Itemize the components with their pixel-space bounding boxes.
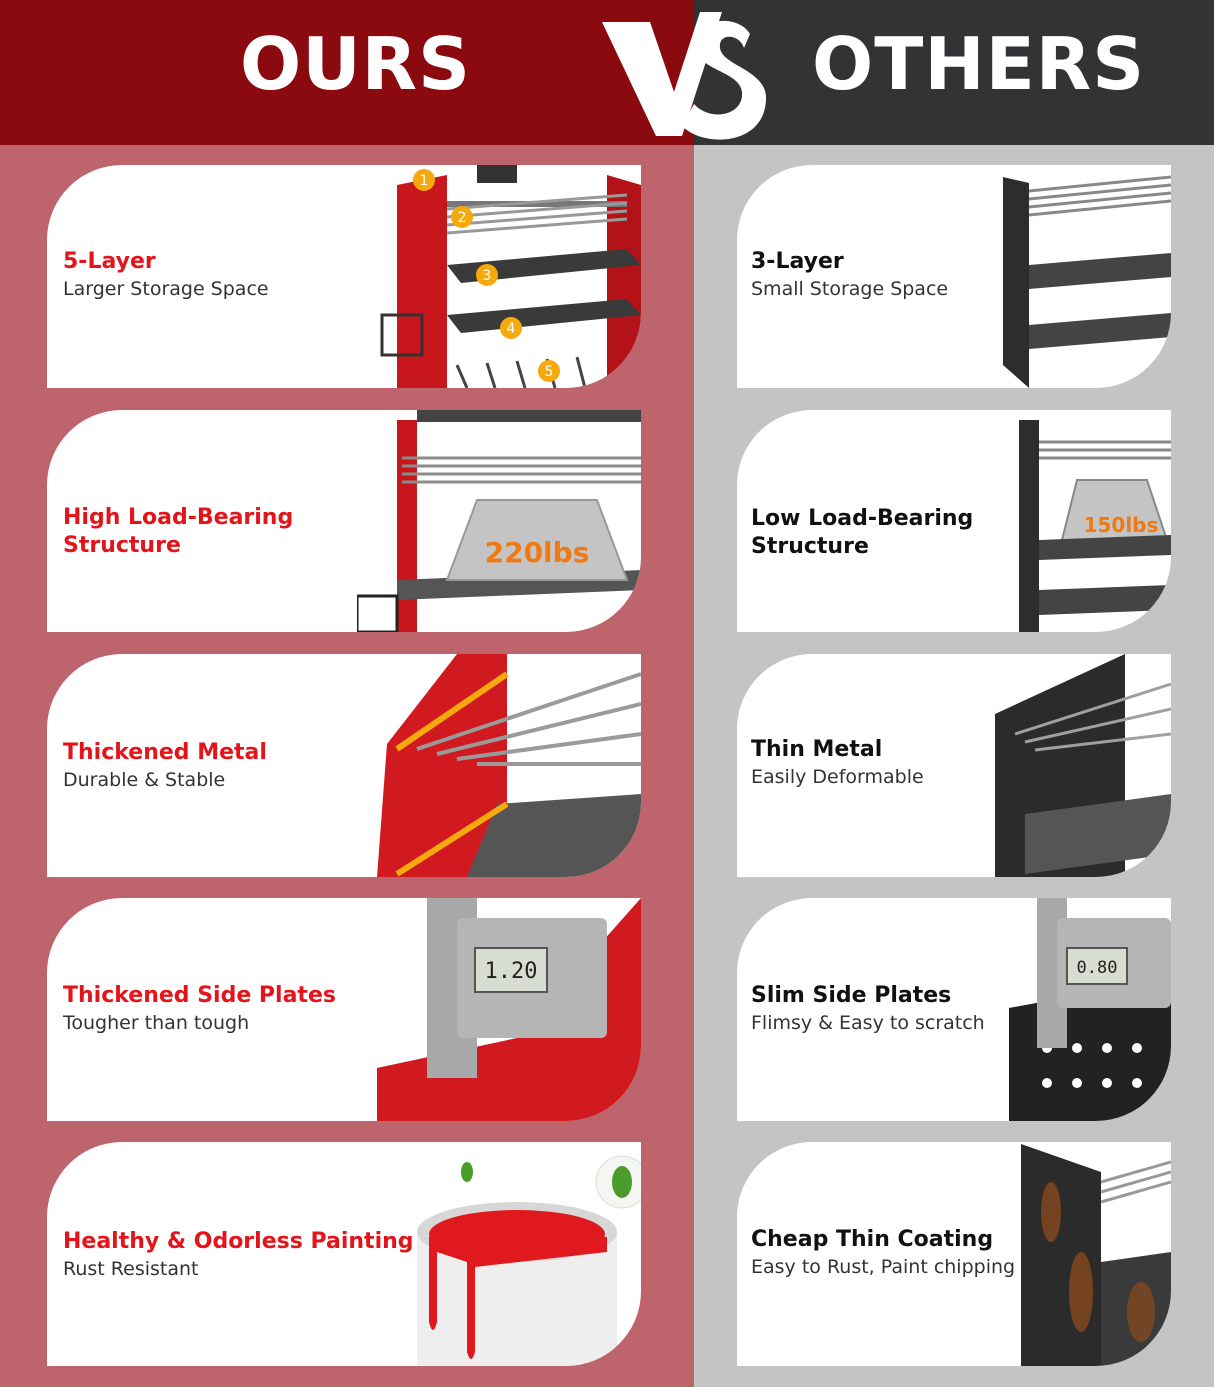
- others-card-coating: Cheap Thin Coating Easy to Rust, Paint c…: [737, 1142, 1171, 1366]
- ours-painting-subtitle: Rust Resistant: [63, 1258, 199, 1280]
- ours-card-layers: 5-Layer Larger Storage Space 1 2 3 4 5: [47, 165, 641, 388]
- vs-logo: [602, 12, 767, 140]
- others-coating-subtitle: Easy to Rust, Paint chipping: [751, 1256, 1016, 1278]
- layer-badge: 2: [458, 210, 467, 226]
- others-metal-subtitle: Easily Deformable: [751, 766, 924, 788]
- thick-metal-rack-image: [377, 654, 641, 877]
- ours-card-metal: Thickened Metal Durable & Stable: [47, 654, 641, 877]
- rusted-rack-image: [1021, 1144, 1171, 1366]
- ours-header-bar: [0, 0, 694, 145]
- caliper-thin-plate-image: 0.80: [1009, 898, 1171, 1121]
- load-label-220: 220lbs: [485, 536, 590, 569]
- others-layers-title: 3-Layer: [751, 249, 844, 274]
- ours-heading: OURS: [240, 22, 471, 106]
- ours-layers-title: 5-Layer: [63, 249, 156, 274]
- thin-metal-rack-image: [995, 654, 1171, 877]
- others-card-metal: Thin Metal Easily Deformable: [737, 654, 1171, 877]
- ours-card-painting: Healthy & Odorless Painting Rust Resista…: [47, 1142, 641, 1366]
- others-heading: OTHERS: [812, 22, 1146, 106]
- others-sideplates-title: Slim Side Plates: [751, 983, 952, 1008]
- others-metal-title: Thin Metal: [751, 737, 883, 762]
- high-load-rack-image: 220lbs: [357, 410, 641, 632]
- others-load-title: Low Load-Bearing Structure: [751, 506, 974, 559]
- three-layer-rack-image: [1003, 175, 1171, 388]
- layer-badge: 5: [545, 364, 554, 380]
- caliper-thick-plate-image: 1.20: [377, 898, 641, 1121]
- others-card-layers: 3-Layer Small Storage Space: [737, 165, 1171, 388]
- ours-card-sideplates: Thickened Side Plates Tougher than tough…: [47, 898, 641, 1121]
- five-layer-rack-image: 1 2 3 4 5: [380, 165, 641, 388]
- load-label-150: 150lbs: [1084, 513, 1159, 537]
- layer-badge: 4: [507, 321, 516, 337]
- ours-load-title: High Load-Bearing Structure: [63, 505, 294, 558]
- ours-layers-subtitle: Larger Storage Space: [63, 278, 269, 300]
- caliper-reading-thick: 1.20: [485, 959, 538, 984]
- ours-painting-title: Healthy & Odorless Painting: [63, 1229, 414, 1254]
- others-card-load: Low Load-Bearing Structure 150lbs: [737, 410, 1171, 632]
- low-load-rack-image: 150lbs: [1019, 420, 1171, 632]
- ours-metal-title: Thickened Metal: [63, 740, 267, 765]
- ours-card-load: High Load-Bearing Structure 220lbs: [47, 410, 641, 632]
- layer-badge: 3: [483, 268, 492, 284]
- others-layers-subtitle: Small Storage Space: [751, 278, 949, 300]
- paint-can-image: [417, 1155, 641, 1366]
- ours-metal-subtitle: Durable & Stable: [63, 769, 226, 791]
- layer-badge: 1: [420, 173, 429, 189]
- others-coating-title: Cheap Thin Coating: [751, 1227, 994, 1252]
- others-sideplates-subtitle: Flimsy & Easy to scratch: [751, 1012, 985, 1034]
- caliper-reading-thin: 0.80: [1077, 958, 1118, 978]
- layer-badges: 1 2 3 4 5: [413, 169, 560, 382]
- others-header-bar: [694, 0, 1214, 145]
- ours-sideplates-subtitle: Tougher than tough: [63, 1012, 250, 1034]
- others-card-sideplates: Slim Side Plates Flimsy & Easy to scratc…: [737, 898, 1171, 1121]
- ours-sideplates-title: Thickened Side Plates: [63, 983, 336, 1008]
